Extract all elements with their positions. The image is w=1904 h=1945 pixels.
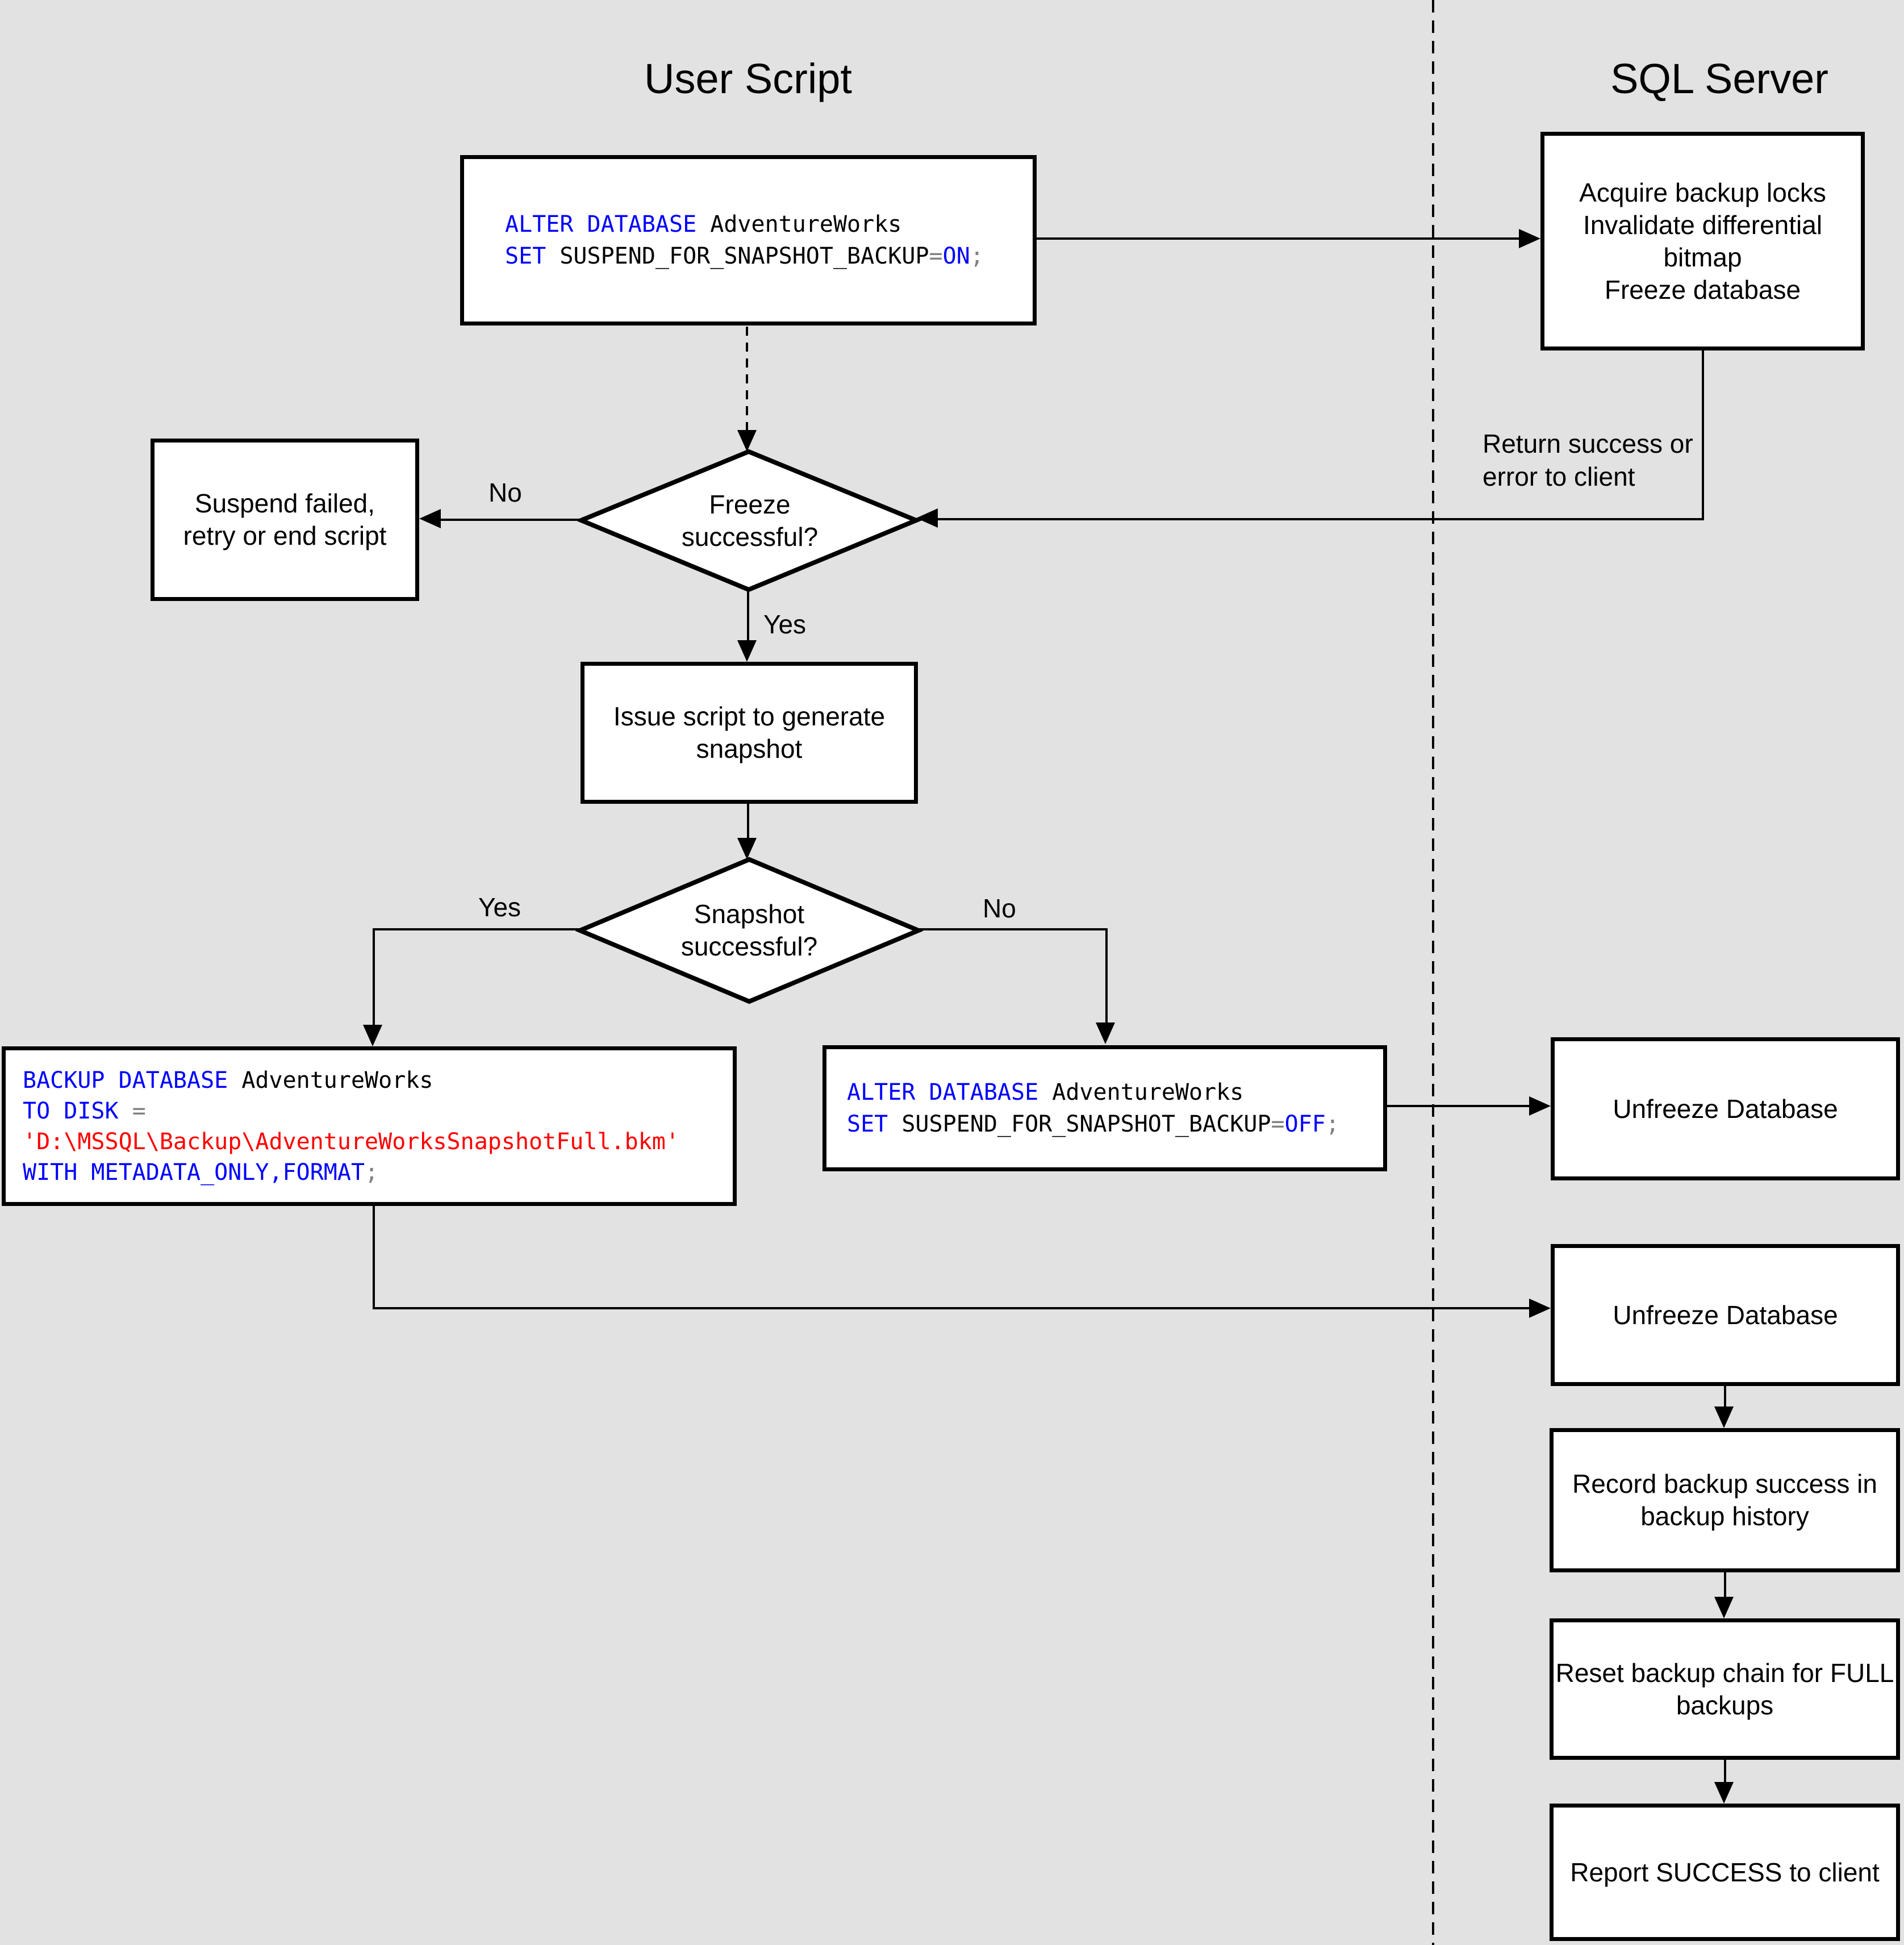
edge-alter-off-to-unfreeze1-line <box>1387 1105 1530 1107</box>
edge-reset-to-report-line <box>1724 1759 1726 1783</box>
edge-snapshot-no-arrowhead <box>1096 1022 1115 1044</box>
edge-freeze-no-arrowhead <box>419 509 441 528</box>
edge-backup-to-unfreeze2-hline <box>373 1307 1530 1309</box>
edge-backup-to-unfreeze2-arrowhead <box>1529 1299 1551 1318</box>
edge-snapshot-yes-hline <box>374 928 581 930</box>
user-script-column-title: User Script <box>644 55 852 102</box>
edge-freeze-yes-arrowhead <box>737 640 757 662</box>
edge-reset-to-report-arrowhead <box>1714 1782 1734 1804</box>
edge-freeze-yes-line <box>747 588 749 641</box>
freeze-yes-label: Yes <box>763 610 807 639</box>
snapshot-decision-diamond-shape <box>575 857 923 1004</box>
edge-return-to-freeze-arrowhead <box>916 508 938 528</box>
edge-record-to-reset-arrowhead <box>1714 1597 1734 1618</box>
edge-snapshot-no-vline <box>1105 928 1108 1024</box>
edge-alter-on-to-acquire-line <box>1037 237 1520 240</box>
suspend-failed-node: Suspend failed,retry or end script <box>151 439 419 601</box>
edge-acquire-return-vline <box>1702 348 1704 520</box>
unfreeze-database-2-node: Unfreeze Database <box>1551 1244 1900 1386</box>
freeze-no-label: No <box>488 478 522 507</box>
edge-snapshot-no-hline <box>917 928 1107 930</box>
edge-backup-to-unfreeze2-vline <box>373 1205 375 1309</box>
edge-alter-on-to-freeze-dashed-line <box>746 327 748 430</box>
edge-record-to-reset-line <box>1724 1571 1726 1597</box>
unfreeze-database-1-node: Unfreeze Database <box>1551 1037 1900 1180</box>
edge-alter-on-to-freeze-arrowhead <box>737 430 757 452</box>
edge-freeze-no-line <box>441 519 581 521</box>
edge-snapshot-yes-vline <box>373 928 375 1026</box>
edge-issue-to-snapshot-arrowhead <box>737 838 757 859</box>
report-success-node: Report SUCCESS to client <box>1550 1804 1900 1941</box>
edge-issue-to-snapshot-line <box>747 804 749 839</box>
edge-unfreeze2-to-record-line <box>1724 1385 1726 1408</box>
edge-unfreeze2-to-record-arrowhead <box>1714 1406 1734 1428</box>
edge-snapshot-yes-arrowhead <box>363 1025 382 1046</box>
sql-server-column-title: SQL Server <box>1610 55 1828 102</box>
column-separator-dashed-line <box>1432 0 1434 1945</box>
edge-return-to-freeze-line <box>938 518 1704 520</box>
snapshot-yes-label: Yes <box>478 892 521 922</box>
edge-alter-off-to-unfreeze1-arrowhead <box>1529 1096 1551 1116</box>
edge-alter-on-to-acquire-arrowhead <box>1519 229 1540 248</box>
snapshot-no-label: No <box>983 894 1016 923</box>
